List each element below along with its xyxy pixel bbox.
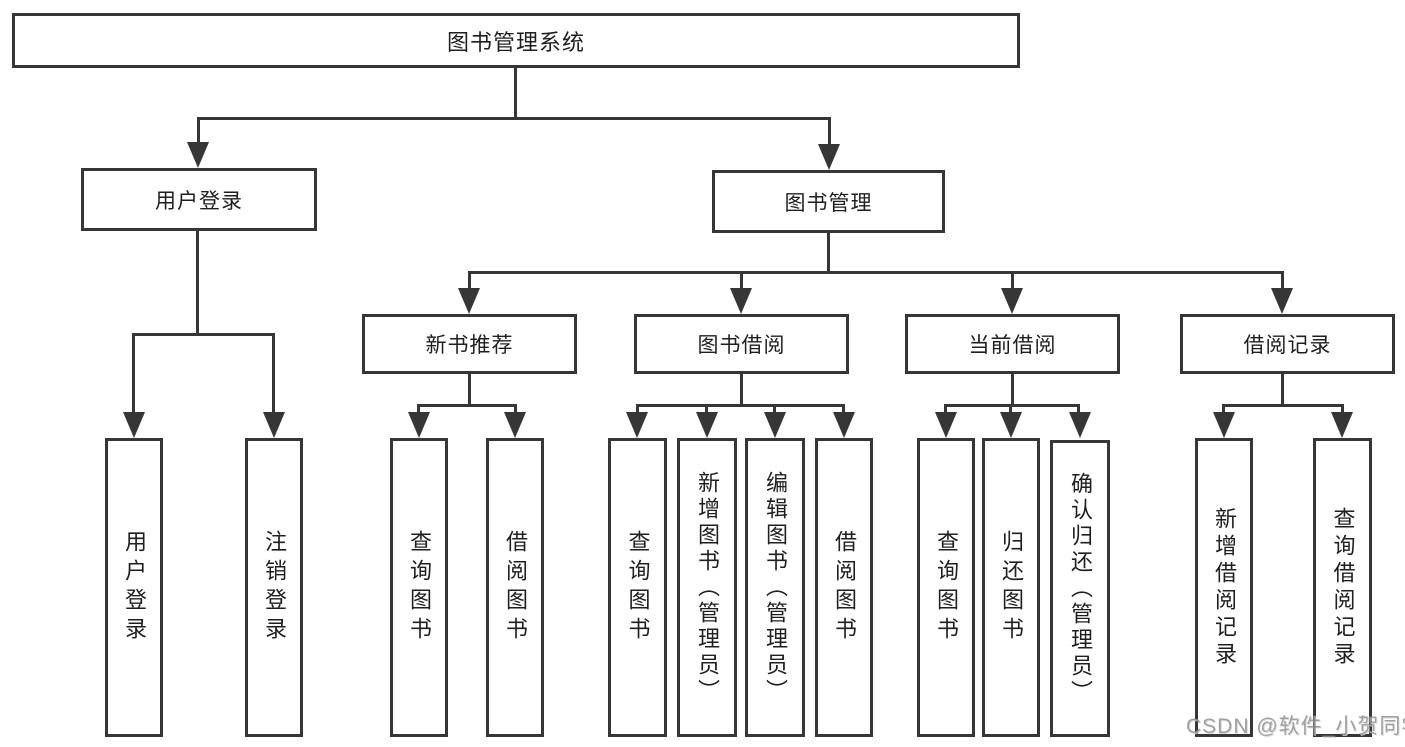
connector-drop bbox=[1222, 404, 1225, 418]
connector-root-trunk bbox=[514, 68, 517, 120]
connector-drop bbox=[636, 404, 639, 418]
arrowhead-down-icon bbox=[730, 288, 752, 314]
connector-user-login-trunk bbox=[196, 231, 199, 336]
leaf-user-login: 用户登录 bbox=[105, 438, 163, 737]
arrowhead-down-icon bbox=[263, 412, 285, 438]
arrowhead-down-icon bbox=[935, 412, 957, 438]
arrowhead-down-icon bbox=[1331, 412, 1353, 438]
node-book-borrowing: 图书借阅 bbox=[634, 314, 849, 374]
leaf-recommend-borrow-books: 借阅图书 bbox=[486, 438, 544, 737]
connector-drop bbox=[705, 404, 708, 418]
connector-drop bbox=[773, 404, 776, 418]
connector-drop-current-borrowing bbox=[1011, 271, 1014, 291]
arrowhead-down-icon bbox=[818, 144, 840, 170]
node-borrowing-records: 借阅记录 bbox=[1180, 314, 1395, 374]
arrowhead-down-icon bbox=[833, 412, 855, 438]
connector-drop bbox=[514, 404, 517, 418]
leaf-borrowing-query-books: 查询图书 bbox=[608, 438, 667, 737]
connector-drop bbox=[1077, 404, 1080, 418]
connector-drop-new-book-recommend bbox=[468, 271, 471, 291]
connector-drop bbox=[944, 404, 947, 418]
connector-drop-book-management bbox=[828, 117, 831, 145]
connector-book-mgmt-trunk bbox=[827, 233, 830, 274]
arrowhead-down-icon bbox=[1213, 412, 1235, 438]
leaf-current-return-books: 归还图书 bbox=[982, 438, 1040, 737]
connector-book-mgmt-branch bbox=[468, 271, 1284, 274]
connector-recommend-trunk bbox=[468, 374, 471, 407]
arrowhead-down-icon bbox=[458, 288, 480, 314]
node-current-borrowing: 当前借阅 bbox=[905, 314, 1120, 374]
arrowhead-down-icon bbox=[1000, 412, 1022, 438]
leaf-borrowing-add-books-admin: 新增图书（管理员） bbox=[677, 438, 737, 737]
connector-user-login-branch bbox=[132, 333, 275, 336]
connector-drop bbox=[1009, 404, 1012, 418]
connector-drop-logout bbox=[272, 333, 275, 415]
connector-current-branch bbox=[944, 404, 1080, 407]
leaf-borrowing-edit-books-admin: 编辑图书（管理员） bbox=[745, 438, 805, 737]
connector-drop bbox=[1341, 404, 1344, 418]
connector-drop-borrowing-records bbox=[1281, 271, 1284, 291]
connector-drop-user-login bbox=[132, 333, 135, 415]
connector-borrowing-trunk bbox=[740, 374, 743, 407]
leaf-logout: 注销登录 bbox=[245, 438, 303, 737]
connector-root-branch bbox=[197, 117, 831, 120]
arrowhead-down-icon bbox=[1271, 288, 1293, 314]
connector-records-trunk bbox=[1281, 374, 1284, 407]
node-root: 图书管理系统 bbox=[12, 13, 1020, 68]
node-book-management: 图书管理 bbox=[712, 170, 945, 233]
arrowhead-down-icon bbox=[187, 142, 209, 168]
connector-records-branch bbox=[1222, 404, 1343, 407]
connector-current-trunk bbox=[1011, 374, 1014, 407]
connector-drop-book-borrowing bbox=[740, 271, 743, 291]
node-new-book-recommend: 新书推荐 bbox=[362, 314, 577, 374]
leaf-recommend-query-books: 查询图书 bbox=[390, 438, 448, 737]
leaf-borrowing-borrow-books: 借阅图书 bbox=[815, 438, 873, 737]
arrowhead-down-icon bbox=[1069, 412, 1091, 438]
csdn-watermark: CSDN @软件_小贺同学 bbox=[1186, 715, 1405, 738]
connector-drop-user-login-group bbox=[197, 117, 200, 145]
arrowhead-down-icon bbox=[504, 412, 526, 438]
arrowhead-down-icon bbox=[764, 412, 786, 438]
leaf-records-add-record: 新增借阅记录 bbox=[1195, 438, 1253, 737]
connector-recommend-branch bbox=[417, 404, 517, 407]
leaf-current-confirm-return-admin: 确认归还（管理员） bbox=[1050, 440, 1110, 737]
leaf-current-query-books: 查询图书 bbox=[917, 438, 975, 737]
arrowhead-down-icon bbox=[696, 412, 718, 438]
arrowhead-down-icon bbox=[408, 412, 430, 438]
connector-drop bbox=[842, 404, 845, 418]
connector-borrowing-branch bbox=[636, 404, 845, 407]
connector-drop bbox=[417, 404, 420, 418]
arrowhead-down-icon bbox=[626, 412, 648, 438]
arrowhead-down-icon bbox=[1001, 288, 1023, 314]
leaf-records-query-record: 查询借阅记录 bbox=[1313, 438, 1372, 737]
arrowhead-down-icon bbox=[123, 412, 145, 438]
node-user-login-group: 用户登录 bbox=[81, 168, 317, 231]
